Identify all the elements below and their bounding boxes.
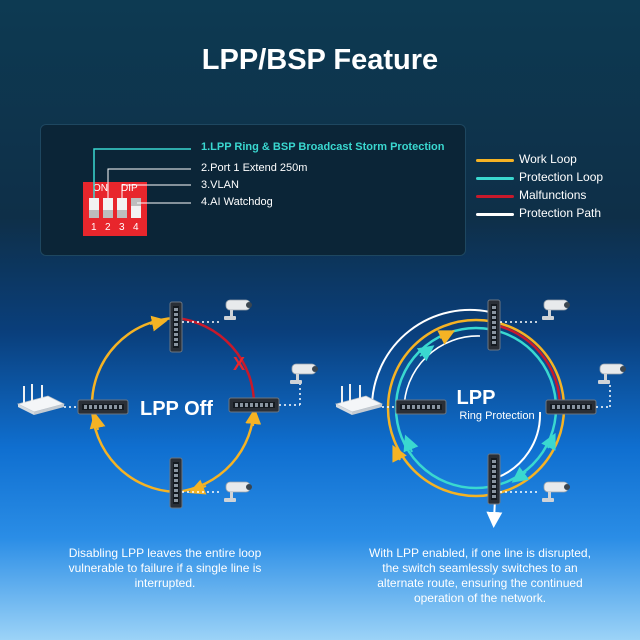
caption-line: vulnerable to failure if a single line i…	[68, 561, 262, 575]
legend-item-malfunctions: Malfunctions	[476, 187, 640, 205]
network-switch-icon	[169, 457, 183, 509]
dip-leader-lines	[93, 148, 191, 204]
legend-item-protection-loop: Protection Loop	[476, 169, 640, 187]
legend: Work Loop Protection Loop Malfunctions P…	[476, 151, 640, 223]
legend-line	[476, 177, 514, 180]
dip-number: 3	[119, 222, 125, 233]
protection-path	[371, 309, 491, 405]
left-ring-diagram: X LPP Off	[17, 299, 319, 509]
legend-line	[476, 195, 514, 198]
legend-line	[476, 213, 514, 216]
dip-number: 1	[91, 222, 97, 233]
protection-path	[486, 411, 542, 528]
dip-switch-3	[117, 198, 127, 218]
caption-line: the switch seamlessly switches to an	[382, 561, 578, 575]
lpp-off-label: LPP Off	[140, 398, 213, 420]
security-camera-icon	[541, 299, 571, 321]
caption-line: With LPP enabled, if one line is disrupt…	[369, 546, 591, 560]
caption-line: Disabling LPP leaves the entire loop	[68, 546, 262, 560]
dip-option-4: 4.AI Watchdog	[201, 196, 273, 208]
lpp-label: LPP	[457, 387, 496, 409]
network-switch-icon	[77, 399, 129, 415]
security-camera-icon	[289, 363, 319, 385]
dip-switch-2	[103, 198, 113, 218]
malfunction-path	[489, 322, 562, 409]
caption-line: alternate route, ensuring the continued	[377, 576, 583, 590]
network-switch-icon	[395, 399, 447, 415]
dip-option-1: 1.LPP Ring & BSP Broadcast Storm Protect…	[201, 141, 445, 153]
network-switch-icon	[545, 399, 597, 415]
dip-switch-4	[131, 198, 141, 218]
legend-label: Protection Loop	[519, 170, 604, 184]
dip-on-label: ON	[93, 183, 108, 194]
security-camera-icon	[597, 363, 627, 385]
dip-option-3: 3.VLAN	[201, 179, 239, 191]
legend-label: Protection Path	[519, 206, 602, 220]
dip-option-2: 2.Port 1 Extend 250m	[201, 162, 308, 174]
dip-switch-block: ON DIP 1 2 3 4	[83, 182, 147, 236]
router-icon	[335, 383, 383, 416]
legend-label: Work Loop	[519, 152, 577, 166]
dip-number: 4	[133, 222, 139, 233]
right-caption: With LPP enabled, if one line is disrupt…	[330, 546, 630, 606]
security-camera-icon	[541, 481, 571, 503]
legend-item-work-loop: Work Loop	[476, 151, 640, 169]
work-loop-path	[90, 316, 256, 494]
security-camera-icon	[223, 481, 253, 503]
security-camera-icon	[223, 299, 253, 321]
caption-line: interrupted.	[134, 576, 196, 590]
fault-mark: X	[233, 354, 245, 374]
network-switch-icon	[169, 301, 183, 353]
dip-switch-1	[89, 198, 99, 218]
dip-number: 2	[105, 222, 111, 233]
right-ring-diagram: LPP Ring Protection	[335, 299, 627, 528]
page-title: LPP/BSP Feature	[201, 44, 439, 76]
network-switch-icon	[228, 397, 280, 413]
dip-switch-panel: ON DIP 1 2 3 4 1.LPP Ring & BSP Broadcas…	[40, 124, 466, 256]
router-icon	[17, 383, 65, 416]
left-caption: Disabling LPP leaves the entire loop vul…	[30, 546, 300, 591]
network-switch-icon	[487, 299, 501, 351]
ring-protection-label: Ring Protection	[459, 410, 534, 422]
legend-line	[476, 159, 514, 162]
legend-item-protection-path: Protection Path	[476, 205, 640, 223]
network-switch-icon	[487, 453, 501, 505]
dip-label: DIP	[121, 183, 138, 194]
caption-line: operation of the network.	[413, 591, 547, 605]
legend-label: Malfunctions	[519, 188, 587, 202]
